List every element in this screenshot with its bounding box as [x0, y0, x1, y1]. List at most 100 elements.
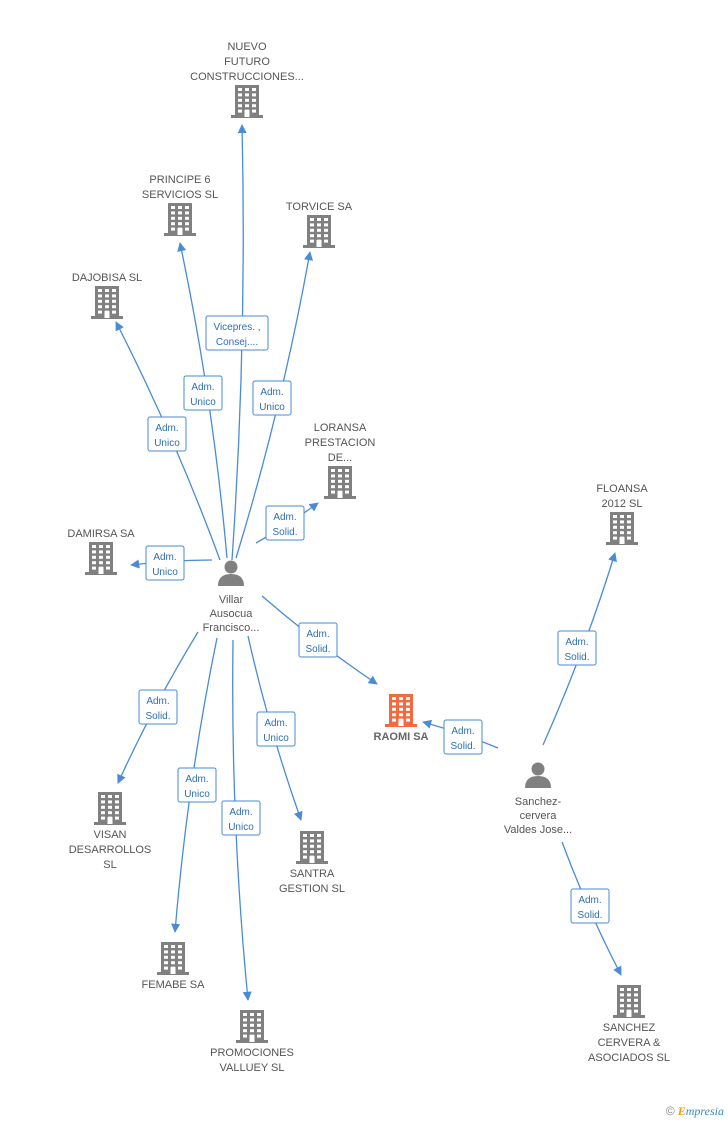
edges-layer — [115, 124, 622, 1001]
edge-label-text: Unico — [259, 402, 285, 413]
node-label: cervera — [520, 810, 558, 822]
building-icon — [91, 286, 123, 319]
node-dajobisa[interactable]: DAJOBISA SL — [72, 272, 142, 319]
node-raomi[interactable]: RAOMI SA — [374, 694, 429, 743]
building-icon — [236, 1010, 268, 1043]
edge-label-villar-torvice[interactable]: Adm. Unico — [252, 380, 292, 416]
edge-label-box — [298, 622, 338, 658]
building-icon — [296, 831, 328, 864]
building-icon — [324, 466, 356, 499]
edge-label-villar-principe[interactable]: Adm.Unico — [183, 375, 223, 411]
edge-label-text: Adm. — [260, 387, 283, 398]
edge-label-box — [147, 416, 187, 452]
edge-label-text: Unico — [190, 397, 216, 408]
building-icon — [613, 985, 645, 1018]
node-label: DAMIRSA SA — [67, 528, 135, 540]
node-label: SERVICIOS SL — [142, 189, 218, 201]
building-icon — [231, 85, 263, 118]
edge-label-villar-damirsa[interactable]: Adm. Unico — [145, 545, 185, 581]
edge-label-text: Adm. — [185, 774, 208, 785]
edge-labels-layer: Vicepres. ,Consej....Adm.UnicoAdm.UnicoA… — [138, 315, 610, 924]
edge-label-sanchez_p-floansa[interactable]: Adm. Solid. — [557, 630, 597, 666]
copyright-symbol: © — [665, 1104, 675, 1118]
building-icon — [385, 694, 417, 727]
edge-label-text: Adm. — [153, 552, 176, 563]
edge-label-box — [221, 800, 261, 836]
node-damirsa[interactable]: DAMIRSA SA — [67, 528, 135, 575]
node-label: GESTION SL — [279, 883, 345, 895]
node-label: VALLUEY SL — [219, 1062, 284, 1074]
edge-label-villar-promociones[interactable]: Adm. Unico — [221, 800, 261, 836]
node-label: PRINCIPE 6 — [149, 174, 210, 186]
node-label: TORVICE SA — [286, 201, 353, 213]
brand-initial: E — [677, 1104, 686, 1118]
edge-label-text: Unico — [228, 822, 254, 833]
edge-label-text: Adm. — [578, 895, 601, 906]
node-loransa[interactable]: LORANSAPRESTACIONDE... — [305, 422, 376, 499]
node-label: FEMABE SA — [142, 979, 206, 991]
edge-label-text: Vicepres. , — [213, 322, 260, 333]
edge-label-box — [256, 711, 296, 747]
edge-label-sanchez_p-raomi[interactable]: Adm. Solid. — [443, 719, 483, 755]
building-icon — [94, 792, 126, 825]
node-torvice[interactable]: TORVICE SA — [286, 201, 353, 248]
edge-label-text: Solid. — [577, 910, 602, 921]
node-label: ASOCIADOS SL — [588, 1052, 670, 1064]
node-label: DAJOBISA SL — [72, 272, 142, 284]
node-label: Ausocua — [210, 608, 254, 620]
edge-label-box — [138, 689, 178, 725]
node-label: NUEVO — [227, 41, 267, 53]
node-label: Valdes Jose... — [504, 824, 572, 836]
edge-label-text: Adm. — [229, 807, 252, 818]
node-label: SANCHEZ — [603, 1022, 656, 1034]
edge-label-text: Solid. — [305, 644, 330, 655]
node-principe[interactable]: PRINCIPE 6 SERVICIOS SL — [142, 174, 218, 236]
edge-label-villar-raomi[interactable]: Adm. Solid. — [298, 622, 338, 658]
edge-label-text: Solid. — [272, 527, 297, 538]
edge-label-text: Unico — [152, 567, 178, 578]
edge-label-box — [205, 315, 269, 351]
node-label: Sanchez- — [515, 796, 562, 808]
building-icon — [164, 203, 196, 236]
edge-label-sanchez_p-sanchez_c[interactable]: Adm. Solid. — [570, 888, 610, 924]
brand-name: mpresia — [685, 1104, 724, 1118]
edge-label-villar-dajobisa[interactable]: Adm.Unico — [147, 416, 187, 452]
node-femabe[interactable]: FEMABE SA — [142, 942, 206, 991]
edge-label-box — [177, 767, 217, 803]
node-nuevo[interactable]: NUEVOFUTUROCONSTRUCCIONES... — [190, 41, 304, 118]
edge-label-text: Unico — [154, 438, 180, 449]
person-icon — [525, 762, 551, 788]
edge-label-villar-santra[interactable]: Adm.Unico — [256, 711, 296, 747]
building-icon — [303, 215, 335, 248]
edge-label-text: Adm. — [451, 726, 474, 737]
edge-label-villar-femabe[interactable]: Adm.Unico — [177, 767, 217, 803]
node-label: PRESTACION — [305, 437, 376, 449]
edge-label-villar-visan[interactable]: Adm. Solid. — [138, 689, 178, 725]
edge-label-text: Solid. — [450, 741, 475, 752]
edge-label-text: Unico — [263, 733, 289, 744]
node-label: VISAN — [93, 829, 126, 841]
edge-label-text: Adm. — [565, 637, 588, 648]
edge-label-box — [145, 545, 185, 581]
node-label: LORANSA — [314, 422, 367, 434]
edge-label-villar-nuevo[interactable]: Vicepres. ,Consej.... — [205, 315, 269, 351]
edge-label-box — [183, 375, 223, 411]
edge-label-text: Adm. — [306, 629, 329, 640]
node-label: FLOANSA — [596, 483, 648, 495]
edge-label-text: Solid. — [145, 711, 170, 722]
node-villar[interactable]: VillarAusocuaFrancisco... — [203, 560, 260, 635]
edge-label-text: Adm. — [146, 696, 169, 707]
edge-label-box — [557, 630, 597, 666]
node-label: DESARROLLOS — [69, 844, 152, 856]
edge-label-box — [252, 380, 292, 416]
edge-label-text: Solid. — [564, 652, 589, 663]
edge-label-villar-loransa[interactable]: Adm.Solid. — [265, 505, 305, 541]
node-label: CONSTRUCCIONES... — [190, 71, 304, 83]
